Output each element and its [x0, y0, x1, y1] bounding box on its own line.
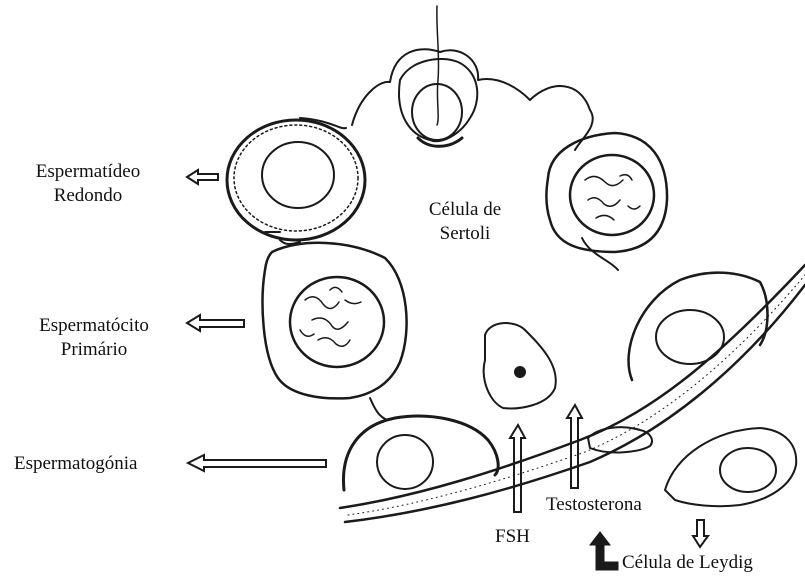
arrow-primary-spermatocyte — [187, 315, 244, 331]
residual-body — [484, 323, 556, 408]
primary-spermatocyte-cell — [263, 243, 407, 399]
leydig-label: Célula de Leydig — [622, 551, 753, 575]
round-spermatid-cell — [227, 120, 365, 240]
arrow-fsh — [510, 425, 525, 512]
arrow-round-spermatid — [187, 170, 218, 184]
fsh-label: FSH — [495, 525, 530, 549]
sertoli-label: Célula de Sertoli — [400, 198, 530, 246]
round-spermatid-label-line1: Espermatídeo — [18, 160, 158, 184]
primary-spermatocyte-label-line1: Espermatócito — [8, 314, 180, 338]
top-cell — [399, 6, 477, 146]
leydig-cell — [665, 428, 796, 506]
sertoli-label-line1: Célula de — [400, 198, 530, 222]
spermatogonia-cell — [343, 416, 498, 490]
primary-spermatocyte-label: Espermatócito Primário — [8, 314, 180, 362]
arrow-leydig-bent — [590, 532, 618, 570]
arrow-spermatogonia — [188, 455, 326, 471]
arrow-testosterone — [567, 405, 582, 488]
primary-spermatocyte-label-line2: Primário — [8, 338, 180, 362]
round-spermatid-label-line2: Redondo — [18, 184, 158, 208]
arrow-leydig-down — [693, 520, 708, 547]
testosterone-label: Testosterona — [546, 493, 642, 517]
round-spermatid-label: Espermatídeo Redondo — [18, 160, 158, 208]
right-middle-cell — [629, 273, 768, 380]
spermatogonia-label: Espermatogónia — [14, 452, 137, 476]
right-upper-cell — [546, 133, 667, 252]
sertoli-label-line2: Sertoli — [400, 222, 530, 246]
basement-membrane — [340, 265, 805, 522]
